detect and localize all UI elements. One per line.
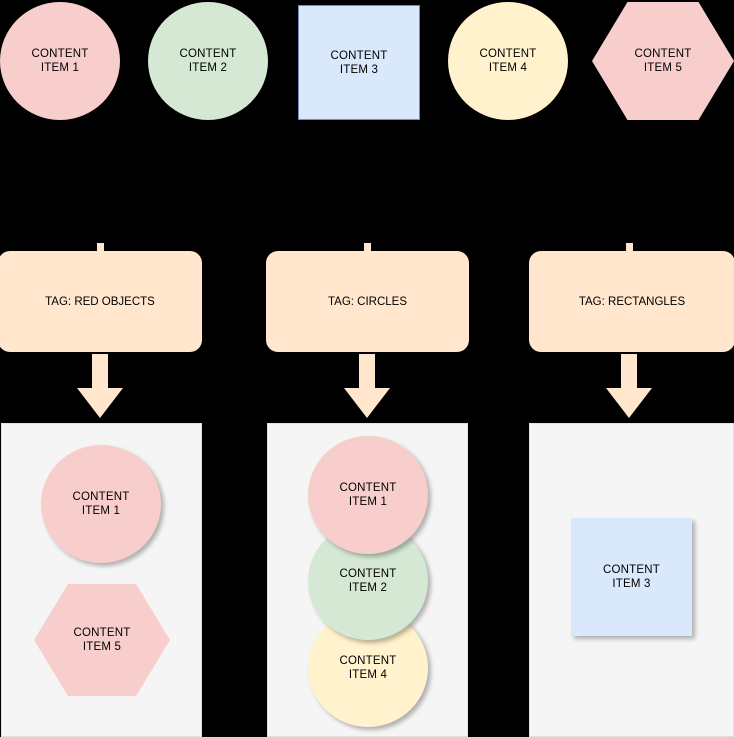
- arrow-circles: [344, 354, 390, 418]
- source-shape-item-4-label: CONTENT ITEM 4: [479, 48, 537, 74]
- tag-connector-nub-rectangles: [626, 243, 633, 253]
- source-shape-item-5[interactable]: CONTENT ITEM 5: [592, 2, 734, 120]
- tag-connector-nub-red-objects: [97, 243, 104, 253]
- arrow-down-icon: [77, 354, 123, 418]
- group-circles-item-1-label: CONTENT ITEM 1: [339, 482, 397, 508]
- source-shape-item-4[interactable]: CONTENT ITEM 4: [448, 2, 568, 120]
- group-circles-item-1[interactable]: CONTENT ITEM 1: [308, 436, 428, 554]
- tag-box-circles[interactable]: TAG: CIRCLES: [266, 251, 469, 352]
- tag-connector-nub-circles: [364, 243, 371, 253]
- group-circles-item-2-label: CONTENT ITEM 2: [339, 568, 397, 594]
- tag-box-rectangles-label: TAG: RECTANGLES: [578, 295, 686, 308]
- source-shape-item-2-label: CONTENT ITEM 2: [179, 48, 237, 74]
- group-red-objects-item-5-label: CONTENT ITEM 5: [73, 627, 131, 653]
- tag-box-red-objects[interactable]: TAG: RED OBJECTS: [0, 251, 202, 352]
- arrow-down-icon: [606, 354, 652, 418]
- arrow-down-icon: [344, 354, 390, 418]
- tag-box-red-objects-label: TAG: RED OBJECTS: [45, 295, 155, 308]
- source-shape-item-1-label: CONTENT ITEM 1: [31, 48, 89, 74]
- arrow-red-objects: [77, 354, 123, 418]
- group-red-objects-item-1-label: CONTENT ITEM 1: [72, 491, 130, 517]
- arrow-rectangles: [606, 354, 652, 418]
- group-red-objects-item-5[interactable]: CONTENT ITEM 5: [34, 584, 170, 696]
- group-panel-rectangles: CONTENT ITEM 3: [529, 423, 734, 737]
- source-shape-item-5-label: CONTENT ITEM 5: [634, 48, 692, 74]
- tag-box-circles-label: TAG: CIRCLES: [327, 295, 408, 308]
- source-shape-item-3-label: CONTENT ITEM 3: [330, 49, 388, 76]
- group-rectangles-item-3[interactable]: CONTENT ITEM 3: [571, 518, 692, 636]
- tag-box-rectangles[interactable]: TAG: RECTANGLES: [529, 251, 734, 352]
- group-red-objects-item-1[interactable]: CONTENT ITEM 1: [41, 445, 161, 563]
- group-panel-red-objects: CONTENT ITEM 1 CONTENT ITEM 5: [1, 423, 202, 737]
- group-circles-item-4-label: CONTENT ITEM 4: [339, 655, 397, 681]
- source-shape-item-1[interactable]: CONTENT ITEM 1: [0, 2, 120, 120]
- group-panel-circles: CONTENT ITEM 1 CONTENT ITEM 2 CONTENT IT…: [267, 423, 468, 737]
- source-shape-item-3[interactable]: CONTENT ITEM 3: [298, 5, 420, 120]
- group-rectangles-item-3-label: CONTENT ITEM 3: [603, 564, 660, 590]
- source-shape-item-2[interactable]: CONTENT ITEM 2: [148, 2, 268, 120]
